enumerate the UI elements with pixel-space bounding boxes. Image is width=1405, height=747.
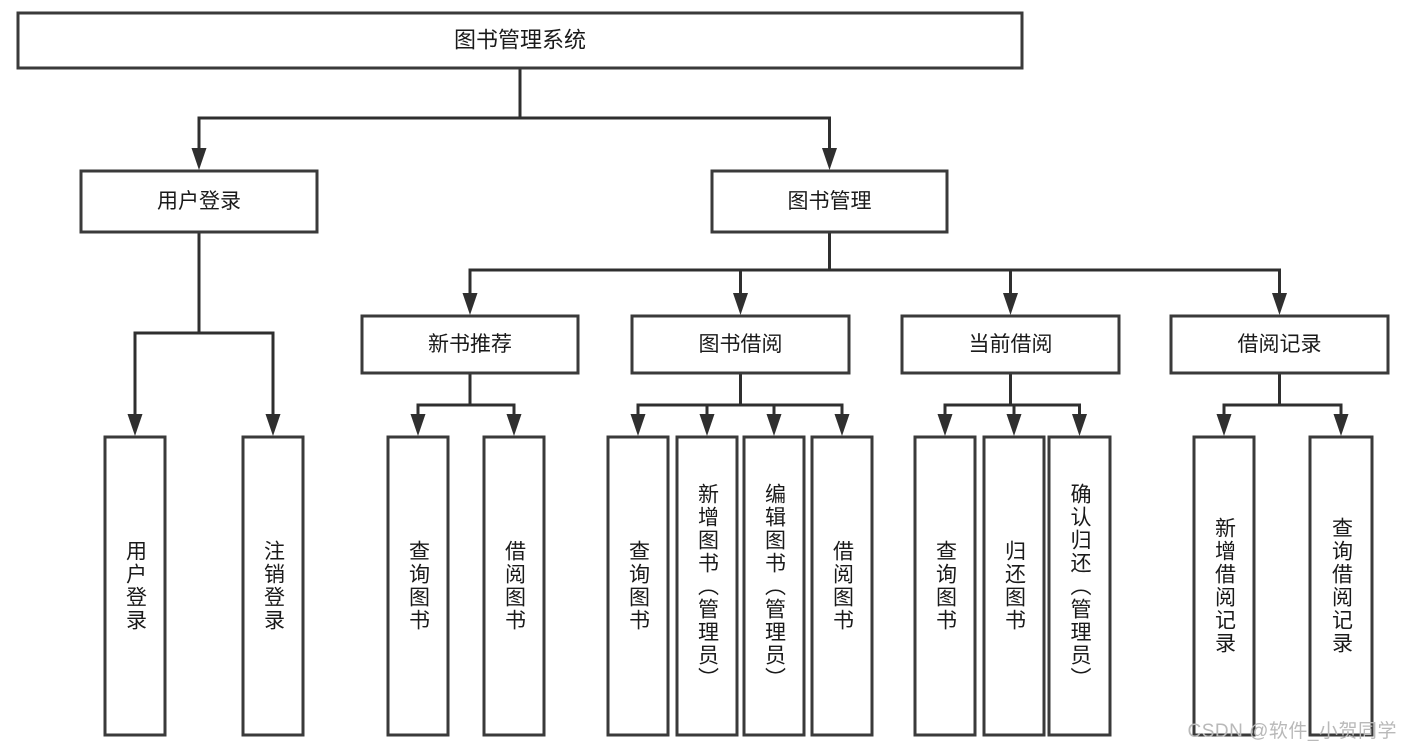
node-user-login[interactable]: 用户登录 [79, 169, 319, 234]
arrow-head-leaf-confirm-return [1072, 414, 1087, 436]
node-box-leaf-query-book-2 [606, 435, 670, 737]
node-box-book-borrow [630, 314, 851, 375]
arrow-head-book-borrow [733, 293, 748, 315]
node-label-current-borrow: 当前借阅 [969, 333, 1053, 356]
node-box-leaf-query-book-3 [913, 435, 977, 737]
arrow-head-leaf-add-record [1216, 414, 1232, 436]
connector-group-book-manage [462, 230, 1287, 315]
node-current-borrow[interactable]: 当前借阅 [900, 314, 1121, 375]
node-box-new-book-rec [360, 314, 580, 375]
node-leaf-logout[interactable] [241, 435, 305, 737]
connector-group-current-borrow [937, 371, 1087, 436]
node-box-leaf-logout [241, 435, 305, 737]
arrow-head-book-manage [822, 148, 837, 170]
arrow-head-current-borrow [1003, 293, 1018, 315]
node-box-user-login [79, 169, 319, 234]
node-leaf-edit-book[interactable] [742, 435, 806, 737]
node-box-leaf-add-book [675, 435, 739, 737]
node-box-leaf-add-record [1192, 435, 1256, 737]
node-leaf-add-record[interactable] [1192, 435, 1256, 737]
node-box-root [16, 11, 1024, 70]
node-box-leaf-edit-book [742, 435, 806, 737]
arrow-head-leaf-logout [265, 414, 281, 436]
node-label-root: 图书管理系统 [454, 27, 586, 52]
arrow-head-leaf-query-record [1333, 414, 1349, 436]
arrow-head-leaf-borrow-book-2 [834, 414, 850, 436]
arrow-head-leaf-borrow-book-1 [506, 414, 522, 436]
node-leaf-add-book[interactable] [675, 435, 739, 737]
connector-group-borrow-record [1216, 371, 1349, 436]
node-box-leaf-return-book [982, 435, 1046, 737]
node-box-leaf-query-book-1 [386, 435, 450, 737]
node-leaf-query-record[interactable] [1308, 435, 1374, 737]
node-box-current-borrow [900, 314, 1121, 375]
arrow-head-leaf-return-book [1006, 414, 1022, 436]
node-leaf-user-login[interactable] [103, 435, 167, 737]
node-book-manage[interactable]: 图书管理 [710, 169, 949, 234]
node-label-borrow-record: 借阅记录 [1238, 333, 1322, 356]
node-leaf-query-book-2[interactable] [606, 435, 670, 737]
arrow-head-leaf-query-book-2 [630, 414, 646, 436]
node-leaf-return-book[interactable] [982, 435, 1046, 737]
node-borrow-record[interactable]: 借阅记录 [1169, 314, 1390, 375]
arrow-head-leaf-query-book-1 [410, 414, 426, 436]
node-leaf-borrow-book-1[interactable] [482, 435, 546, 737]
node-leaf-query-book-1[interactable] [386, 435, 450, 737]
node-leaf-borrow-book-2[interactable] [810, 435, 874, 737]
node-box-leaf-user-login [103, 435, 167, 737]
node-book-borrow[interactable]: 图书借阅 [630, 314, 851, 375]
connector-group-new-book-rec [410, 371, 522, 436]
node-box-leaf-confirm-return [1047, 435, 1112, 737]
node-box-book-manage [710, 169, 949, 234]
csdn-watermark: CSDN @软件_小贺同学 [1187, 721, 1397, 742]
arrow-head-leaf-add-book [699, 414, 715, 436]
node-new-book-rec[interactable]: 新书推荐 [360, 314, 580, 375]
node-label-book-manage: 图书管理 [788, 190, 872, 213]
arrow-head-leaf-edit-book [766, 414, 782, 436]
node-box-borrow-record [1169, 314, 1390, 375]
node-leaf-confirm-return[interactable] [1047, 435, 1112, 737]
node-box-leaf-borrow-book-2 [810, 435, 874, 737]
connector-group-user-login [127, 230, 281, 436]
node-box-leaf-borrow-book-1 [482, 435, 546, 737]
connector-group-root [191, 66, 837, 170]
node-box-leaf-query-record [1308, 435, 1374, 737]
node-label-new-book-rec: 新书推荐 [428, 333, 512, 356]
arrow-head-borrow-record [1272, 293, 1287, 315]
arrow-head-user-login [191, 148, 207, 170]
connector-layer [127, 66, 1349, 436]
node-root[interactable]: 图书管理系统 [16, 11, 1024, 70]
arrow-head-new-book-rec [462, 293, 478, 315]
node-label-book-borrow: 图书借阅 [699, 333, 783, 356]
node-label-user-login: 用户登录 [157, 190, 241, 213]
node-leaf-query-book-3[interactable] [913, 435, 977, 737]
arrow-head-leaf-user-login [127, 414, 143, 436]
arrow-head-leaf-query-book-3 [937, 414, 953, 436]
connector-group-book-borrow [630, 371, 850, 436]
